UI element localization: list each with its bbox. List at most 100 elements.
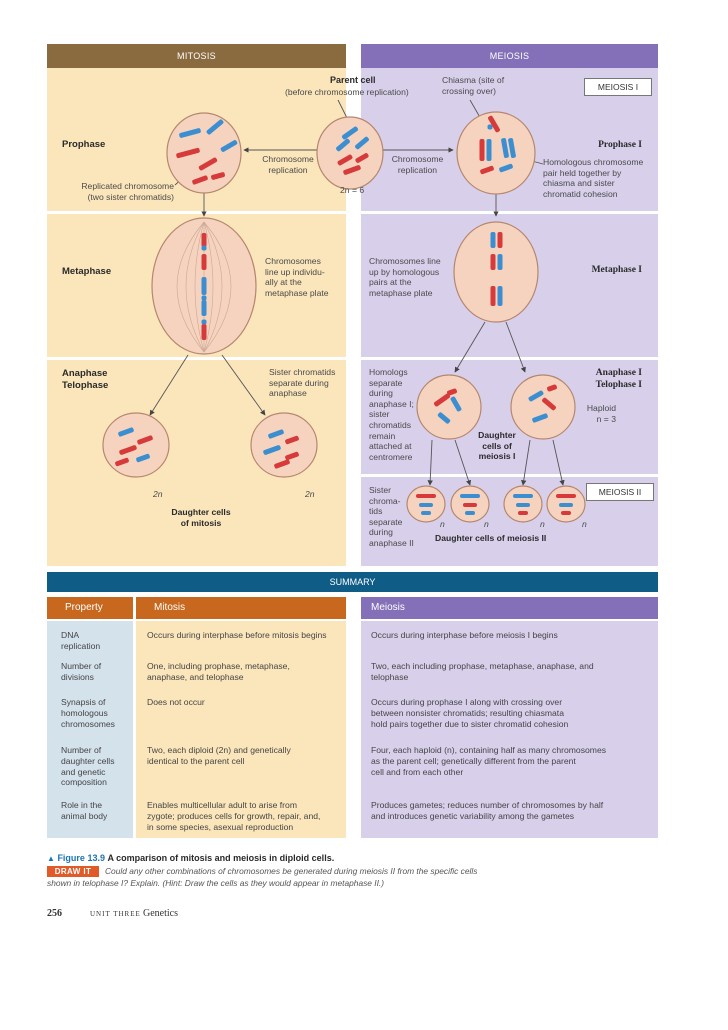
mitosis-divider [47, 211, 346, 214]
chromosome [542, 397, 556, 411]
chromosome [198, 157, 218, 171]
chromosome [479, 139, 485, 161]
chromosome [337, 154, 353, 166]
chromatid [487, 124, 493, 130]
parent-cell-subtitle: (before chromosome replication) [285, 87, 409, 97]
chromosome [341, 126, 359, 140]
column-header-mitosis: Mitosis [136, 597, 346, 619]
cell [316, 116, 384, 190]
chromatid [263, 445, 281, 455]
row-mitosis: Enables multicellular adult to arise fro… [147, 800, 321, 832]
chromosome [501, 138, 509, 158]
chromosome [355, 136, 369, 150]
chromatid [516, 503, 530, 507]
chromatid [490, 254, 496, 270]
cell [453, 221, 539, 323]
chromatid [486, 139, 492, 161]
row-property: Number of divisions [61, 661, 102, 682]
chromosome [416, 494, 436, 498]
haploid-label: Haploid n = 3 [586, 403, 616, 424]
sister-separate-anaphase2-note: Sister chroma- tids separate during anap… [369, 485, 414, 548]
chromatid [201, 319, 207, 325]
chromatid [201, 300, 207, 316]
chromatid [497, 254, 503, 270]
chromosome [201, 245, 207, 251]
chromatid [115, 457, 129, 467]
chromatid [508, 138, 516, 158]
spindle-fiber [203, 221, 232, 353]
chromatid [421, 511, 431, 515]
chromatid [561, 511, 571, 515]
replication-left-label: Chromosome replication [262, 154, 314, 175]
chromatid [206, 119, 224, 135]
mitosis-divider [47, 357, 346, 360]
row-meiosis: Produces gametes; reduces number of chro… [371, 800, 604, 821]
chromatid [198, 157, 218, 171]
chromosome [487, 124, 493, 130]
row-mitosis: Two, each diploid (2n) and genetically i… [147, 745, 291, 766]
chromosome [547, 384, 557, 392]
chromatid [201, 324, 207, 340]
chromatid [447, 388, 457, 396]
chromatid [419, 503, 433, 507]
row-mitosis: One, including prophase, metaphase, anap… [147, 661, 290, 682]
chromatid [499, 163, 513, 173]
chromosome [516, 503, 530, 507]
chromosome [488, 115, 500, 133]
chromosome [465, 511, 475, 515]
row-property: Role in the animal body [61, 800, 108, 821]
meiosis-header: MEIOSIS [361, 44, 658, 68]
column-header-property: Property [47, 597, 133, 619]
row-property: Synapsis of homologous chromosomes [61, 697, 115, 729]
cell [416, 374, 482, 440]
chromatid [497, 286, 503, 306]
row-property: Number of daughter cells and genetic com… [61, 745, 115, 788]
spindle-fiber [194, 221, 205, 353]
chromatid [201, 254, 207, 270]
meiosis-divider [361, 357, 658, 360]
chromosome [176, 147, 200, 159]
chromosome [137, 435, 153, 445]
cell [250, 412, 318, 478]
chromatid [220, 140, 238, 152]
n-label: n [540, 519, 545, 529]
chromosome [559, 503, 573, 507]
chromatid [556, 494, 576, 498]
chromosome [437, 412, 451, 424]
chromosome [336, 138, 350, 152]
chromosome [201, 277, 207, 295]
stage-metaphase-one: Metaphase I [591, 265, 642, 275]
chromatid [433, 393, 451, 407]
chromatid [179, 128, 201, 138]
chromatid [528, 390, 544, 402]
row-meiosis: Occurs during prophase I along with cros… [371, 697, 569, 729]
homologs-separate-note: Homologs separate during anaphase I; sis… [369, 367, 414, 462]
chromosome [447, 388, 457, 396]
chromatid [201, 277, 207, 295]
chromatid [559, 503, 573, 507]
chromatid [268, 429, 284, 439]
chromatid [355, 153, 369, 163]
chromatid [211, 172, 225, 180]
chromosome [528, 390, 544, 402]
chromatid [501, 138, 509, 158]
chromatid [542, 397, 556, 411]
chromosome [343, 165, 361, 175]
meiosis-column [361, 621, 658, 838]
chromatid [192, 175, 208, 185]
two-n-right: 2n [305, 489, 315, 499]
page-number: 256 [47, 908, 62, 919]
chromosome [355, 153, 369, 163]
chromatid [285, 451, 299, 461]
daughter-cells-meiosis-two: Daughter cells of meiosis II [435, 533, 547, 543]
row-meiosis: Occurs during interphase before meiosis … [371, 630, 558, 640]
chromatid [176, 147, 200, 159]
chromosome [119, 445, 137, 455]
chromatid [547, 384, 557, 392]
spindle-fiber [203, 221, 223, 353]
chromosome [460, 494, 480, 498]
chromosome [115, 457, 129, 467]
chromosome [206, 119, 224, 135]
chromatid [532, 413, 548, 423]
chromosome [561, 511, 571, 515]
